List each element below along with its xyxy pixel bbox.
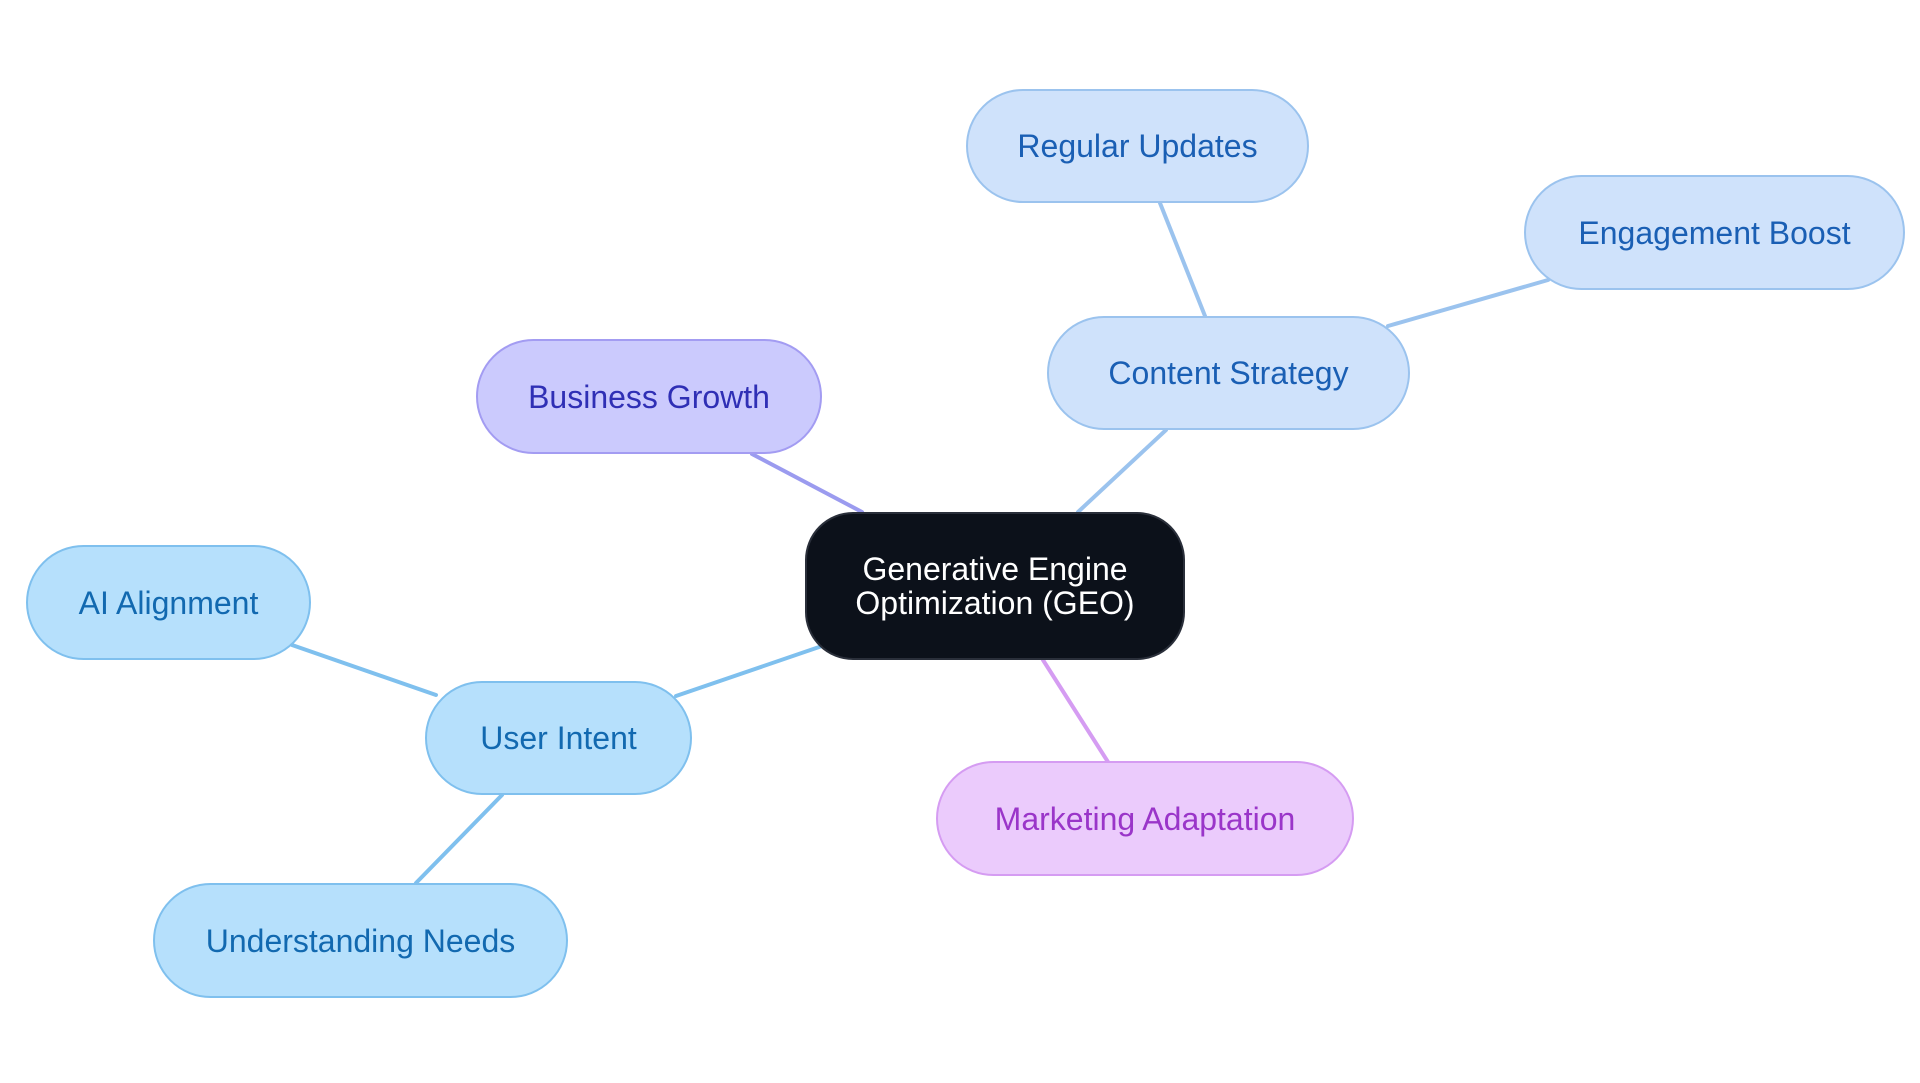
- connector-user-intent-ai-alignment: [290, 643, 438, 697]
- connector-content-strategy-engagement-boost: [1386, 278, 1550, 328]
- connector-root-business-growth: [750, 452, 864, 514]
- root-node-geo: Generative Engine Optimization (GEO): [805, 512, 1185, 660]
- node-understanding-needs-label: Understanding Needs: [205, 922, 516, 959]
- root-node-label: Generative Engine Optimization (GEO): [855, 551, 1135, 621]
- node-business-growth-label: Business Growth: [528, 378, 770, 415]
- node-content-strategy-label: Content Strategy: [1108, 355, 1349, 391]
- node-ai-alignment: AI Alignment: [26, 545, 311, 660]
- node-user-intent: User Intent: [425, 681, 692, 795]
- node-understanding-needs: Understanding Needs: [153, 883, 568, 998]
- connector-root-marketing-adaptation: [1041, 658, 1110, 764]
- node-marketing-adaptation: Marketing Adaptation: [936, 761, 1354, 876]
- node-engagement-boost-label: Engagement Boost: [1578, 214, 1851, 251]
- node-user-intent-label: User Intent: [480, 720, 637, 756]
- node-regular-updates: Regular Updates: [966, 89, 1309, 203]
- connector-root-user-intent: [674, 643, 827, 698]
- node-engagement-boost: Engagement Boost: [1524, 175, 1905, 290]
- connector-root-content-strategy: [1076, 428, 1168, 514]
- connector-content-strategy-regular-updates: [1158, 201, 1207, 318]
- connector-user-intent-understanding-needs: [414, 793, 504, 885]
- node-regular-updates-label: Regular Updates: [1017, 128, 1258, 164]
- node-business-growth: Business Growth: [476, 339, 822, 454]
- node-content-strategy: Content Strategy: [1047, 316, 1410, 430]
- node-marketing-adaptation-label: Marketing Adaptation: [994, 800, 1296, 837]
- node-ai-alignment-label: AI Alignment: [78, 584, 259, 621]
